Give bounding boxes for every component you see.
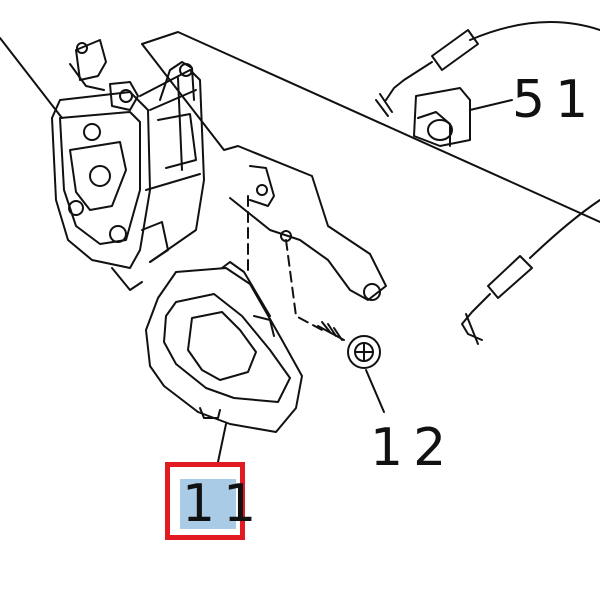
door-latch-assembly bbox=[51, 39, 205, 291]
cable-upper bbox=[375, 21, 600, 117]
callout-11-highlight-box[interactable]: 11 bbox=[165, 462, 256, 540]
callout-label-11: 11 bbox=[182, 474, 265, 534]
callout-label-51: 51 bbox=[512, 70, 599, 130]
part-11-control-module bbox=[145, 261, 303, 463]
part-12-screw bbox=[317, 321, 385, 413]
mounting-plate-inner bbox=[249, 165, 275, 207]
cable-lower bbox=[461, 199, 600, 345]
callout-label-12: 12 bbox=[370, 418, 457, 478]
mounting-plate-edge bbox=[141, 43, 387, 301]
guide-line-dashed-2 bbox=[285, 239, 323, 331]
leader-line-latch bbox=[0, 37, 63, 119]
callout-11-highlight-fill bbox=[180, 479, 236, 529]
part-51-grommet bbox=[413, 87, 513, 147]
mounting-plate bbox=[141, 31, 600, 223]
